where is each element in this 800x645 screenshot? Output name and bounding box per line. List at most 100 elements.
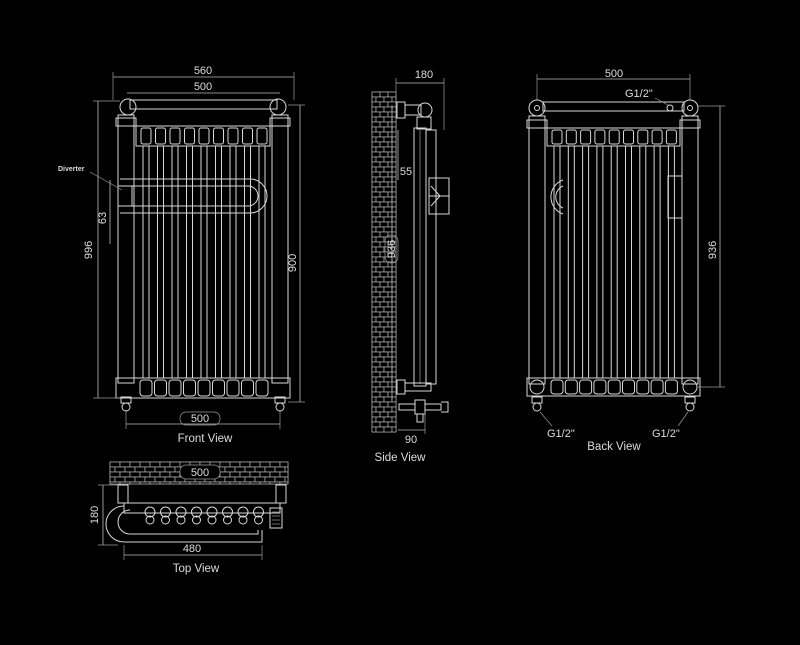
brick: [391, 336, 397, 343]
brick: [379, 361, 389, 368]
brick: [371, 106, 377, 113]
brick: [159, 461, 171, 468]
front-view-label: Front View: [178, 433, 233, 445]
brick: [371, 141, 381, 148]
front-tube-cap-top: [198, 127, 210, 145]
brick: [383, 96, 393, 103]
front-dim-560: 560: [194, 65, 212, 77]
brick: [149, 481, 161, 485]
front-dim-63: 63: [97, 212, 109, 224]
brick: [383, 276, 393, 283]
brick: [371, 196, 377, 203]
brick: [375, 176, 385, 183]
brick: [375, 186, 385, 193]
brick: [239, 481, 251, 485]
back-tube-cap-bottom: [579, 379, 593, 395]
brick: [391, 406, 397, 413]
brick: [379, 191, 389, 198]
brick: [383, 176, 393, 183]
front-dim-996: 996: [83, 241, 95, 259]
brick: [375, 96, 385, 103]
back-tube-cap-top: [565, 129, 577, 145]
brick: [375, 386, 385, 393]
brick: [371, 161, 381, 168]
brick: [371, 136, 377, 143]
brick: [391, 286, 397, 293]
front-tube-cap-bottom: [226, 379, 240, 397]
brick: [371, 191, 381, 198]
brick: [371, 326, 377, 333]
front-view: 560 500 Diverter: [58, 65, 305, 445]
brick: [371, 91, 381, 98]
brick: [383, 186, 393, 193]
brick: [375, 316, 385, 323]
brick: [371, 246, 377, 253]
brick: [383, 286, 393, 293]
brick: [387, 91, 397, 98]
brick: [371, 201, 381, 208]
brick: [379, 91, 389, 98]
brick: [371, 121, 381, 128]
brick: [254, 466, 266, 473]
brick: [379, 381, 389, 388]
top-view-label: Top View: [173, 563, 220, 575]
brick: [379, 151, 389, 158]
brick: [371, 306, 377, 313]
brick: [269, 471, 281, 478]
brick: [274, 476, 286, 483]
brick: [109, 461, 121, 468]
top-tube-circle: [191, 506, 202, 518]
brick: [391, 156, 397, 163]
top-tube-circle: [145, 515, 155, 525]
brick: [139, 471, 151, 478]
brick: [379, 331, 389, 338]
brick: [391, 426, 397, 433]
brick: [371, 216, 377, 223]
brick: [371, 286, 377, 293]
brick: [391, 326, 397, 333]
brick: [379, 391, 389, 398]
back-tube-cap-bottom: [593, 379, 607, 395]
front-tube-cap-top: [140, 127, 152, 145]
back-tube-cap-bottom: [636, 379, 650, 395]
brick: [371, 336, 377, 343]
front-radiator-tubes: [139, 127, 269, 397]
brick: [375, 346, 385, 353]
brick: [371, 366, 377, 373]
brick: [269, 461, 281, 468]
brick: [371, 231, 381, 238]
brick: [234, 466, 246, 473]
side-view: 180 55 936 90 Side View: [371, 69, 450, 464]
brick: [371, 356, 377, 363]
brick: [375, 116, 385, 123]
brick: [379, 401, 389, 408]
brick: [279, 481, 289, 485]
brick: [391, 206, 397, 213]
brick: [383, 376, 393, 383]
brick: [379, 171, 389, 178]
side-dim-180: 180: [415, 69, 433, 81]
front-tube-cap-top: [256, 127, 268, 145]
brick: [383, 266, 393, 273]
brick: [259, 471, 271, 478]
back-tube-cap-top: [551, 129, 563, 145]
front-tube-cap-bottom: [168, 379, 182, 397]
top-tube-circle: [206, 506, 218, 518]
brick: [371, 426, 377, 433]
brick: [371, 411, 381, 418]
brick: [371, 126, 377, 133]
brick: [164, 476, 176, 483]
brick: [379, 421, 389, 428]
brick: [119, 461, 131, 468]
brick: [391, 186, 397, 193]
back-radiator-tubes: [550, 129, 678, 395]
top-view-tubes: [144, 506, 264, 525]
top-tube-circle: [192, 515, 201, 525]
brick: [391, 376, 397, 383]
brick: [375, 106, 385, 113]
brick: [371, 266, 377, 273]
brick: [264, 466, 276, 473]
brick: [274, 466, 286, 473]
brick: [209, 481, 221, 485]
brick: [109, 481, 121, 485]
